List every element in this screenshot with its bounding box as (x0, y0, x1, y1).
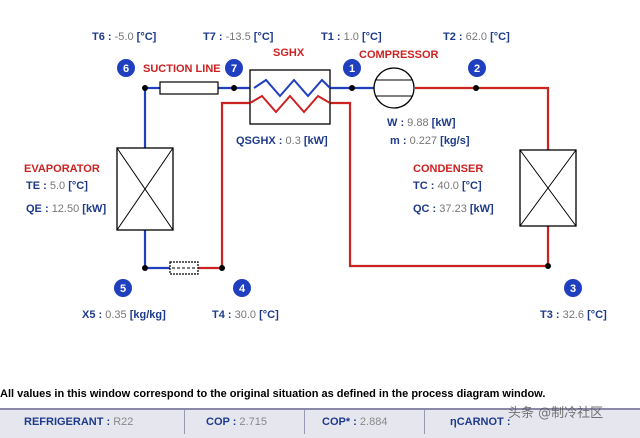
sghx-red-coil (249, 94, 331, 114)
t4-readout: T4 : 30.0 [°C] (212, 309, 279, 321)
qe-readout: QE : 12.50 [kW] (26, 203, 106, 215)
watermark: 头条 @制冷社区 (508, 406, 604, 421)
svg-text:4: 4 (239, 283, 246, 295)
node-4: 4 (233, 279, 251, 297)
node-3: 3 (564, 279, 582, 297)
separator (424, 410, 425, 434)
condenser-label: CONDENSER (413, 163, 483, 175)
t7-readout: T7 : -13.5 [°C] (203, 31, 274, 43)
node-7: 7 (225, 59, 243, 77)
qc-readout: QC : 37.23 [kW] (413, 203, 494, 215)
t3-readout: T3 : 32.6 [°C] (540, 309, 607, 321)
carnot-field: ηCARNOT : (450, 416, 511, 428)
x5-readout: X5 : 0.35 [kg/kg] (82, 309, 166, 321)
discharge-piping (198, 86, 550, 270)
te-readout: TE : 5.0 [°C] (26, 180, 88, 192)
svg-text:3: 3 (570, 283, 576, 295)
status-bar (0, 408, 640, 438)
node-1: 1 (343, 59, 361, 77)
sghx-label: SGHX (273, 47, 305, 59)
m-readout: m : 0.227 [kg/s] (390, 135, 470, 147)
t1-readout: T1 : 1.0 [°C] (321, 31, 382, 43)
separator (184, 410, 185, 434)
svg-text:7: 7 (231, 63, 237, 75)
t2-readout: T2 : 62.0 [°C] (443, 31, 510, 43)
evaporator-cross-b (116, 147, 174, 231)
tc-readout: TC : 40.0 [°C] (413, 180, 482, 192)
node-markers: 1 2 3 4 5 6 7 (114, 59, 582, 297)
evaporator-label: EVAPORATOR (24, 163, 100, 175)
junction-dots (142, 85, 551, 271)
w-readout: W : 9.88 [kW] (387, 117, 456, 129)
separator (304, 410, 305, 434)
suction-line-label: SUCTION LINE (143, 63, 221, 75)
condenser-cross-b (519, 149, 577, 227)
node-2: 2 (468, 59, 486, 77)
suction-line-element (159, 81, 219, 95)
svg-text:1: 1 (349, 63, 355, 75)
sghx-blue-coil (253, 78, 331, 98)
copstar-field: COP* : 2.884 (322, 416, 388, 428)
svg-text:2: 2 (474, 63, 480, 75)
t6-readout: T6 : -5.0 [°C] (92, 31, 157, 43)
refrigerant-field: REFRIGERANT : R22 (24, 416, 134, 428)
compressor-symbol (373, 67, 415, 109)
info-note: All values in this window correspond to … (0, 388, 546, 400)
svg-text:6: 6 (123, 63, 129, 75)
compressor-label: COMPRESSOR (359, 49, 439, 61)
cop-field: COP : 2.715 (206, 416, 267, 428)
node-6: 6 (117, 59, 135, 77)
svg-text:5: 5 (120, 283, 126, 295)
node-5: 5 (114, 279, 132, 297)
qsghx-readout: QSGHX : 0.3 [kW] (236, 135, 328, 147)
